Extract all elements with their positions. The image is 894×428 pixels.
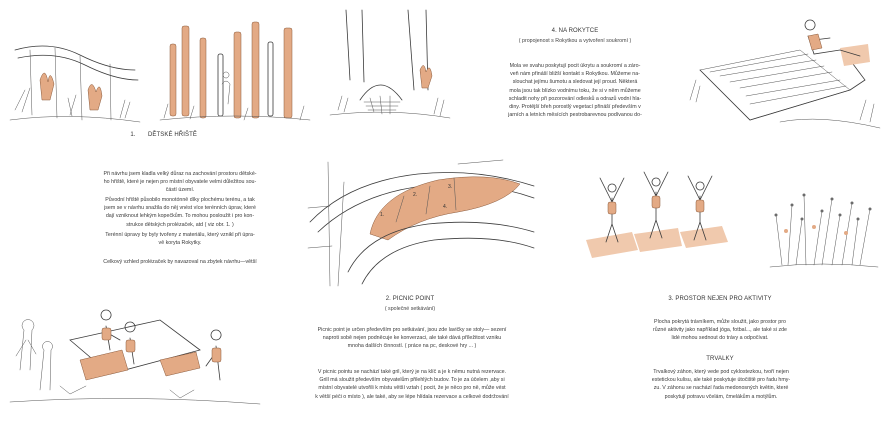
sketch-hillside-railing [9,45,141,123]
rokytka-paragraph: Mola ve svahu poskytují pocit úkrytu a s… [508,63,642,119]
sketch-timber-posts [159,21,311,121]
picnic-subtitle: ( společné setkávání) [384,306,436,312]
playground-paragraph-3: Terénní úpravy by byly tvořeny z materiá… [105,232,255,247]
playground-number: 1. [130,132,136,138]
picnic-title: 2. PICNIC POINT [385,296,435,302]
sketch-picnic-people [9,309,261,405]
sketch-deck-person [689,19,881,129]
picnic-paragraph-1: Picnic point je určen především pro setk… [317,327,507,350]
picnic-paragraph-2: V picnic pointu se nachází také gril, kt… [315,369,509,400]
playground-paragraph-2: Původní hřiště působilo monotónně díky p… [104,197,256,228]
sketch-perennials [769,193,879,268]
playground-paragraph-4: Celkový vzhled prolézaček by navazoval n… [103,259,257,265]
map-zone-2: 2. [413,192,417,198]
activities-paragraph: Plocha pokrytá trávníkem, může sloužit, … [653,319,787,342]
rokytka-subtitle: ( propojenost s Rokytkou a vytvoření sou… [518,38,632,44]
rokytka-title: 4. NA ROKYTCE [551,28,599,34]
perennials-paragraph: Trvalkový záhon, který vede pod cykloste… [651,369,791,400]
map-zone-1: 1. [380,212,384,218]
site-plan-map: 1. 2. 3. 4. [307,159,535,287]
playground-title: DĚTSKÉ HŘIŠTĚ [148,132,197,138]
activities-title: 3. PROSTOR NEJEN PRO AKTIVITY [668,296,772,302]
sketch-culvert-bridge [329,9,451,119]
map-zone-3: 3. [448,184,452,190]
sketch-yoga-people [586,171,728,258]
map-zone-4: 4. [443,204,447,210]
playground-paragraph-1: Při návrhu jsem kladla velký důraz na za… [103,171,257,194]
perennials-heading: TRVALKY [706,356,734,362]
